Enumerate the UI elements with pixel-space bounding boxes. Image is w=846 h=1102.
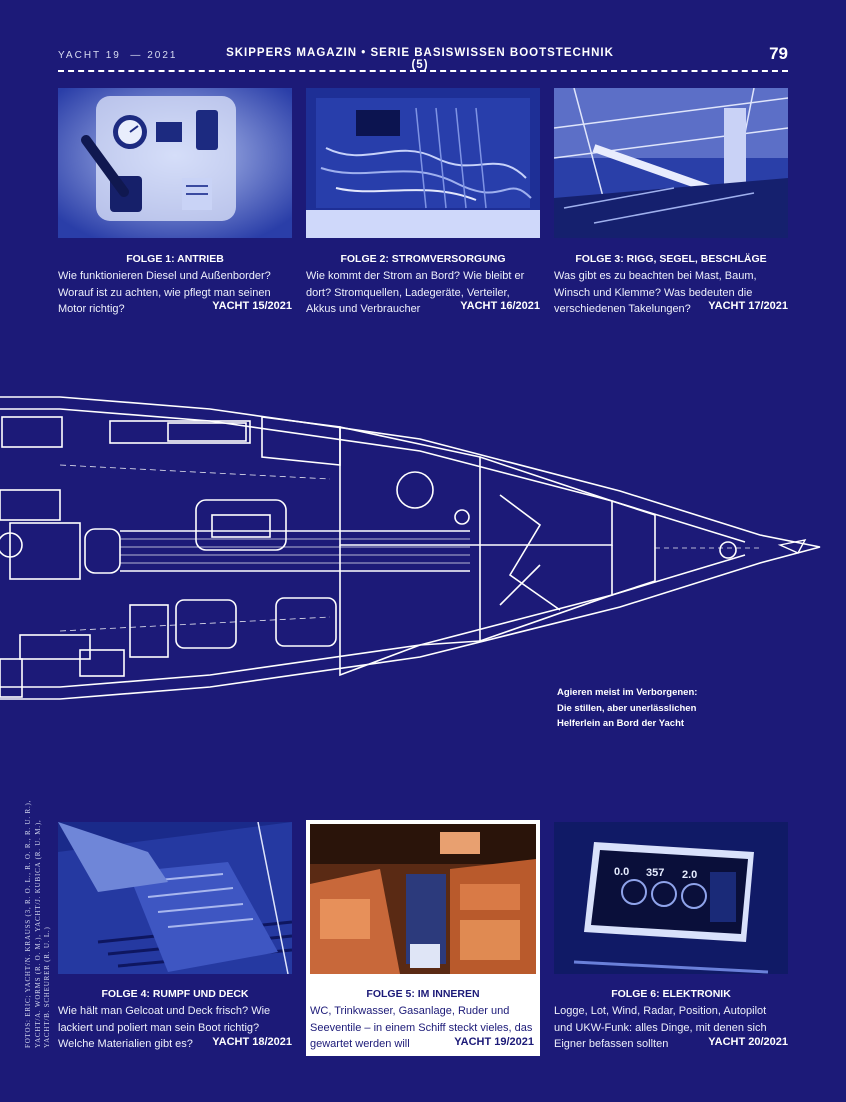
card-line: Was gibt es zu beachten bei Mast, Baum, (554, 270, 757, 282)
card-line: Motor richtig? (58, 303, 125, 315)
display-depth: 0.0 (614, 866, 630, 878)
card-title: FOLGE 2: STROMVERSORGUNG (340, 253, 506, 265)
series-card-2: FOLGE 2: STROMVERSORGUNG Wie kommt der S… (306, 88, 540, 318)
credit-line: YACHT/B. SCHEURER (R. U. L.) (43, 926, 51, 1048)
card-title: FOLGE 1: ANTRIEB (126, 253, 224, 265)
photo-credits: FOTOS: ERIC; YACHT/N. KRAUSS (3, R. O. L… (24, 748, 53, 1048)
credit-line: FOTOS: ERIC; YACHT/N. KRAUSS (3, R. O. L… (24, 799, 32, 1048)
page-number: 79 (769, 44, 788, 63)
plan-caption: Agieren meist im Verborgenen: Die stille… (557, 685, 757, 732)
series-card-6: 0.0 357 2.0 FOLGE 6: ELEKTRONIK Logge, L… (554, 822, 788, 1054)
issue-reference: YACHT 15/2021 (212, 300, 292, 312)
deck-repair-photo (58, 822, 292, 974)
year-label: 2021 (147, 50, 178, 61)
issue-reference: YACHT 20/2021 (708, 1036, 788, 1048)
caption-line: Agieren meist im Verborgenen: (557, 687, 698, 698)
card-line: Wie hält man Gelcoat und Deck frisch? Wi… (58, 1005, 271, 1017)
running-head: YACHT 19 — 2021 (58, 50, 177, 61)
issue-reference: YACHT 17/2021 (708, 300, 788, 312)
card-title: FOLGE 6: ELEKTRONIK (611, 988, 731, 1000)
card-line: Welche Materialien gibt es? (58, 1038, 193, 1050)
card-text: Wie hält man Gelcoat und Deck frisch? Wi… (58, 1003, 292, 1053)
card-line: WC, Trinkwasser, Gasanlage, Ruder und (310, 1005, 510, 1017)
card-line: gewartet werden will (310, 1038, 410, 1050)
issue-reference: YACHT 16/2021 (460, 300, 540, 312)
header-divider (58, 70, 788, 72)
credit-line: YACHT/A. WORMS (R. O. M.), YACHT/J. KUBI… (33, 819, 42, 1048)
card-line: lackiert und poliert man sein Boot richt… (58, 1021, 260, 1034)
display-speed: 2.0 (682, 869, 698, 881)
caption-line: Helferlein an Bord der Yacht (557, 718, 685, 729)
card-text: Wie kommt der Strom an Bord? Wie bleibt … (306, 268, 540, 318)
series-card-4: FOLGE 4: RUMPF UND DECK Wie hält man Gel… (58, 822, 292, 1054)
header-dash: — (125, 50, 148, 61)
issue-reference: YACHT 18/2021 (212, 1036, 292, 1048)
issue-label: YACHT 19 (58, 50, 121, 61)
interior-photo (310, 824, 536, 974)
series-card-1: FOLGE 1: ANTRIEB Wie funktionieren Diese… (58, 88, 292, 318)
series-card-3: FOLGE 3: RIGG, SEGEL, BESCHLÄGE Was gibt… (554, 88, 788, 318)
card-line: Winsch und Klemme? Was bedeuten die (554, 286, 753, 299)
card-title: FOLGE 4: RUMPF UND DECK (101, 988, 249, 1000)
yacht-deck-plan-drawing (0, 396, 821, 700)
series-title: SKIPPERS MAGAZIN • SERIE BASISWISSEN BOO… (226, 47, 614, 71)
display-heading: 357 (646, 867, 665, 879)
card-line: Logge, Lot, Wind, Radar, Position, Autop… (554, 1005, 767, 1017)
card-text: Was gibt es zu beachten bei Mast, Baum, … (554, 268, 788, 318)
card-line: Wie funktionieren Diesel und Außenborder… (58, 270, 271, 282)
card-text: Wie funktionieren Diesel und Außenborder… (58, 268, 292, 318)
card-line: Eigner befassen sollten (554, 1038, 669, 1050)
rigging-photo (554, 88, 788, 238)
card-line: Worauf ist zu achten, wie pflegt man sei… (58, 286, 271, 299)
card-text: WC, Trinkwasser, Gasanlage, Ruder und Se… (310, 1003, 536, 1053)
card-line: Wie kommt der Strom an Bord? Wie bleibt … (306, 270, 525, 282)
card-line: Akkus und Verbraucher (306, 303, 421, 315)
chartplotter-photo: 0.0 357 2.0 (554, 822, 788, 974)
wiring-photo (306, 88, 540, 238)
series-card-5-current: FOLGE 5: IM INNEREN WC, Trinkwasser, Gas… (306, 820, 540, 1056)
card-title: FOLGE 3: RIGG, SEGEL, BESCHLÄGE (575, 253, 767, 265)
card-line: und UKW-Funk: alles Dinge, mit denen sic… (554, 1021, 767, 1034)
issue-reference: YACHT 19/2021 (454, 1036, 534, 1048)
card-line: verschiedenen Takelungen? (554, 303, 691, 315)
engine-panel-photo (58, 88, 292, 238)
card-text: Logge, Lot, Wind, Radar, Position, Autop… (554, 1003, 788, 1053)
card-line: Seeventile – in einem Schiff steckt viel… (310, 1021, 533, 1034)
card-title: FOLGE 5: IM INNEREN (366, 988, 480, 1000)
card-line: dort? Stromquellen, Ladegeräte, Verteile… (306, 286, 510, 299)
caption-line: Die stillen, aber unerlässlichen (557, 702, 697, 714)
